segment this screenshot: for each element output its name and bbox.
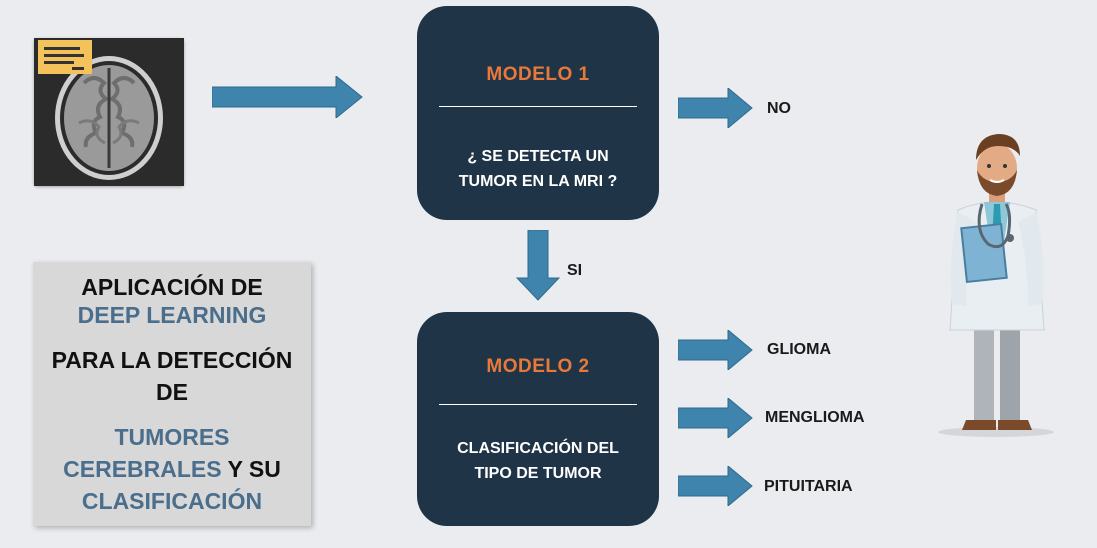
model1-question-line1: ¿ SE DETECTA UN [467,148,609,165]
title-line6-blue: CEREBRALES [63,456,222,482]
title-line7: CLASIFICACIÓN [81,488,263,514]
arrow-to-pituitaria [678,466,754,506]
arrow-model1-to-model2 [516,230,560,302]
arrow-to-no [678,88,754,128]
model1-divider [439,106,637,107]
title-card: APLICACIÓN DE DEEP LEARNING PARA LA DETE… [33,262,311,526]
model1-title: MODELO 1 [486,64,590,85]
model2-divider [439,404,637,405]
model1-box: MODELO 1 ¿ SE DETECTA UN TUMOR EN LA MRI… [417,6,659,220]
output-glioma: GLIOMA [767,341,831,358]
model2-description: CLASIFICACIÓN DEL TIPO DE TUMOR [427,436,649,486]
mri-scan-image [34,38,184,186]
title-line2: DEEP LEARNING [77,302,267,328]
title-line5: TUMORES [114,424,230,450]
label-no: NO [767,100,791,117]
title-line6: CEREBRALES Y SU [33,454,311,484]
doctor-illustration [936,130,1061,440]
label-si: SI [567,262,583,279]
model1-question: ¿ SE DETECTA UN TUMOR EN LA MRI ? [427,144,649,194]
model2-box: MODELO 2 CLASIFICACIÓN DEL TIPO DE TUMOR [417,312,659,526]
arrow-mri-to-model1 [212,76,364,118]
mri-scan-icon [34,38,184,186]
title-line4: DE [156,379,188,405]
model2-desc-line2: TIPO DE TUMOR [474,465,602,482]
title-line3: PARA LA DETECCIÓN [51,347,293,373]
title-line1: APLICACIÓN DE [81,274,263,300]
model2-title: MODELO 2 [486,356,590,377]
title-line6-dark: Y SU [221,456,281,482]
output-pituitaria: PITUITARIA [764,478,853,495]
output-menglioma: MENGLIOMA [765,409,865,426]
arrow-to-glioma [678,330,754,370]
model1-question-line2: TUMOR EN LA MRI ? [458,173,618,190]
model2-desc-line1: CLASIFICACIÓN DEL [457,440,619,457]
arrow-to-menglioma [678,398,754,438]
